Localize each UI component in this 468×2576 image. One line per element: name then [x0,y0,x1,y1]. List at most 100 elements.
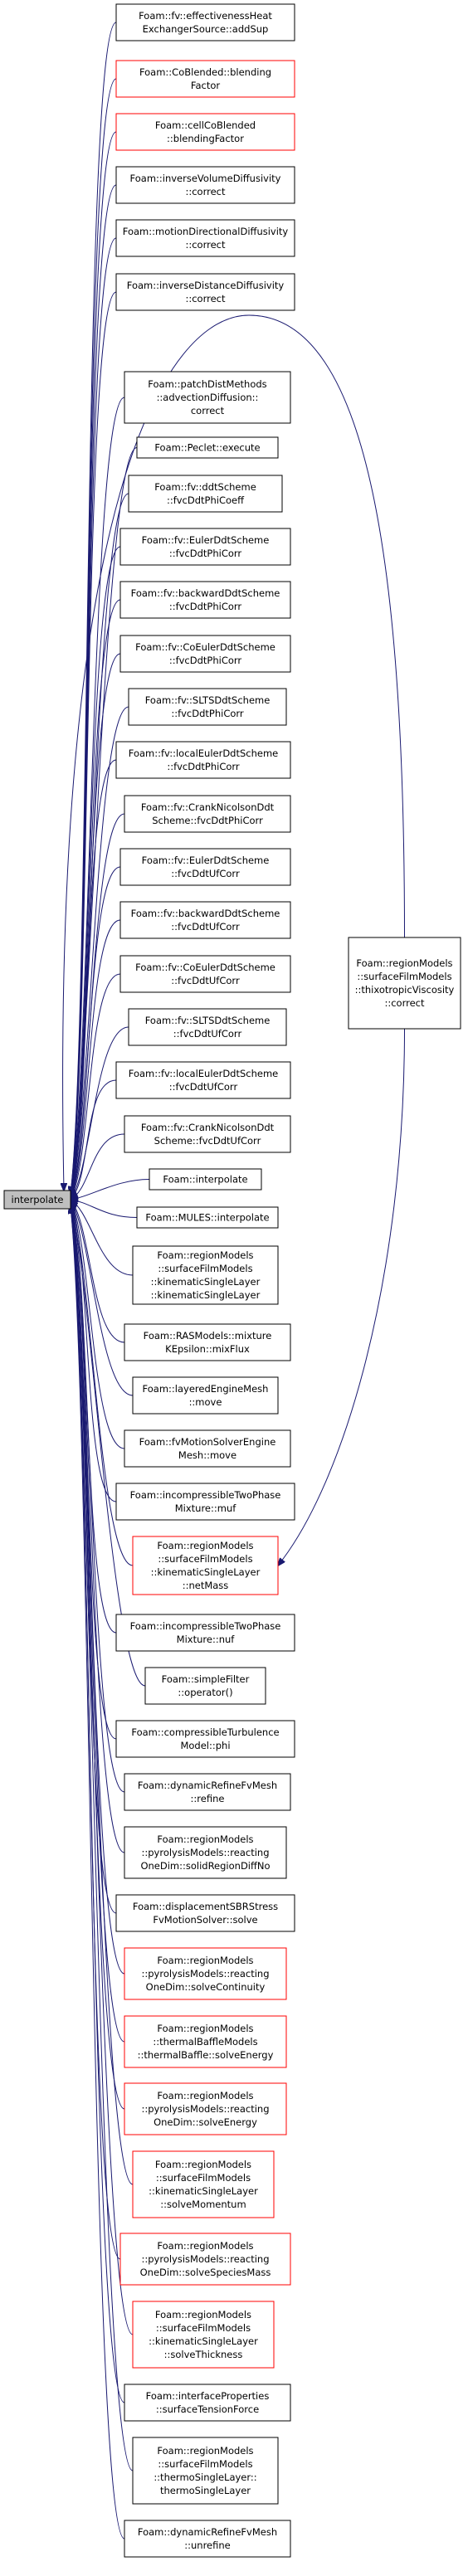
caller-node[interactable]: Foam::dynamicRefineFvMesh::unrefine [124,2520,291,2558]
caller-node-label: ::surfaceFilmModels [156,2172,251,2184]
caller-node[interactable]: Foam::interfaceProperties::surfaceTensio… [124,2384,291,2422]
caller-node-label: Foam::fv::ddtScheme [154,481,256,493]
caller-node[interactable]: Foam::cellCoBlended::blendingFactor [115,113,295,151]
caller-node[interactable]: Foam::dynamicRefineFvMesh::refine [124,1773,291,1811]
caller-node[interactable]: Foam::RASModels::mixtureKEpsilon::mixFlu… [124,1323,291,1361]
call-edge [63,314,405,1191]
caller-node-label: Foam::fv::backwardDdtScheme [131,587,280,599]
caller-node[interactable]: Foam::fv::localEulerDdtScheme::fvcDdtUfC… [115,1061,291,1099]
caller-node-box [149,1168,262,1191]
caller-node[interactable]: Foam::regionModels::pyrolysisModels::rea… [119,2233,291,2286]
caller-node[interactable]: Foam::fv::CoEulerDdtScheme::fvcDdtPhiCor… [119,635,291,673]
caller-node[interactable]: Foam::fv::CoEulerDdtScheme::fvcDdtUfCorr [119,955,291,993]
caller-node[interactable]: Foam::CoBlended::blendingFactor [115,60,295,98]
caller-node[interactable]: Foam::fv::effectivenessHeatExchangerSour… [115,3,295,41]
caller-node-label: ::thixotropicViscosity [355,984,455,996]
caller-node[interactable]: Foam::fv::localEulerDdtScheme::fvcDdtPhi… [115,741,291,779]
caller-node[interactable]: Foam::regionModels::surfaceFilmModels::k… [132,2301,275,2369]
caller-node[interactable]: Foam::fv::SLTSDdtScheme::fvcDdtUfCorr [128,1008,287,1046]
caller-node-label: ::unrefine [184,2539,230,2551]
caller-node[interactable]: Foam::Peclet::execute [136,436,279,459]
caller-node[interactable]: Foam::fv::backwardDdtScheme::fvcDdtUfCor… [119,901,291,939]
caller-node-label: ::move [189,1396,222,1408]
call-edge [71,78,117,1194]
caller-node-box [124,1429,291,1468]
caller-node[interactable]: Foam::fv::CrankNicolsonDdtScheme::fvcDdt… [124,1115,291,1153]
caller-node-label: ::correct [185,186,226,197]
caller-node-label: ::correct [185,293,226,304]
caller-node[interactable]: Foam::fv::EulerDdtScheme::fvcDdtUfCorr [119,848,291,886]
call-edge [71,1203,125,1793]
caller-node-box [119,528,291,566]
caller-node-label: ::pyrolysisModels::reacting [141,1968,269,1979]
root-node-label: interpolate [12,1194,64,1205]
caller-node-label: Foam::incompressibleTwoPhase [130,1489,281,1501]
call-edge [278,1028,405,1566]
caller-node-label: ::thermalBaffleModels [153,2036,257,2048]
caller-node[interactable]: Foam::patchDistMethods::advectionDiffusi… [124,371,291,424]
caller-node-label: Foam::patchDistMethods [148,378,266,390]
caller-node-label: Foam::regionModels [157,2240,253,2252]
caller-node[interactable]: Foam::displacementSBRStressFvMotionSolve… [115,1894,295,1932]
caller-node[interactable]: Foam::inverseDistanceDiffusivity::correc… [115,273,295,311]
call-edge [71,1205,134,2335]
call-edge [71,1026,129,1199]
caller-node-label: ::surfaceFilmModels [158,1263,252,1274]
caller-node[interactable]: Foam::regionModels::thermalBaffleModels:… [124,2015,287,2068]
caller-node[interactable]: Foam::regionModels::pyrolysisModels::rea… [124,2082,287,2135]
caller-node-box [136,1206,279,1229]
caller-node[interactable]: Foam::regionModels::pyrolysisModels::rea… [124,1826,287,1879]
caller-node[interactable]: Foam::MULES::interpolate [136,1206,279,1229]
caller-node-label: ::fvcDdtUfCorr [169,1081,238,1093]
caller-node-label: ::pyrolysisModels::reacting [141,2253,269,2265]
caller-node-label: Foam::incompressibleTwoPhase [130,1620,281,1632]
call-edge [71,1203,125,1853]
caller-node-box [115,1061,291,1099]
caller-node[interactable]: Foam::fv::EulerDdtScheme::fvcDdtPhiCorr [119,528,291,566]
call-edge [71,291,117,1195]
caller-node-box [124,1826,287,1879]
caller-node-label: ::refine [191,1793,225,1804]
caller-node[interactable]: Foam::regionModels::surfaceFilmModels::k… [132,2150,275,2218]
caller-node-box [132,2301,275,2369]
caller-node[interactable]: Foam::regionModels::surfaceFilmModels::t… [132,2437,279,2505]
caller-node-box [115,1483,295,1521]
caller-node[interactable]: Foam::simpleFilter::operator() [144,1667,266,1705]
caller-node[interactable]: Foam::fv::SLTSDdtScheme::fvcDdtPhiCorr [128,688,287,726]
caller-node-label: ::fvcDdtPhiCoeff [167,494,245,506]
caller-node-label: Foam::regionModels [157,2445,253,2457]
caller-node-label: Foam::regionModels [157,1955,253,1966]
caller-node-label: ::solveMomentum [160,2199,246,2210]
caller-node[interactable]: Foam::regionModels::surfaceFilmModels::k… [132,1536,279,1595]
caller-node[interactable]: Foam::interpolate [149,1168,262,1191]
caller-node-box [124,2015,287,2068]
caller-node-label: Foam::fv::EulerDdtScheme [142,855,270,866]
caller-node-label: Foam::regionModels [155,2159,251,2170]
caller-node[interactable]: Foam::fv::CrankNicolsonDdtScheme::fvcDdt… [124,795,291,833]
caller-node[interactable]: Foam::regionModels::surfaceFilmModels::t… [348,937,461,1030]
caller-node[interactable]: Foam::fv::ddtScheme::fvcDdtPhiCoeff [128,475,283,513]
caller-node[interactable]: Foam::regionModels::surfaceFilmModels::k… [132,1245,279,1305]
caller-node[interactable]: Foam::motionDirectionalDiffusivity::corr… [115,219,295,257]
call-edge [71,1133,125,1200]
caller-node-label: ::surfaceFilmModels [158,1553,252,1565]
caller-node-label: ::fvcDdtPhiCorr [171,708,244,719]
root-node-box [3,1190,71,1210]
caller-node-box [124,2384,291,2422]
caller-node-label: ::blendingFactor [167,133,244,144]
caller-node[interactable]: Foam::fv::backwardDdtScheme::fvcDdtPhiCo… [119,581,291,619]
call-edge [71,546,121,1196]
call-edge [71,866,121,1198]
caller-node-label: Foam::regionModels [155,2309,251,2320]
caller-node[interactable]: Foam::layeredEngineMesh::move [132,1376,279,1415]
caller-node-label: Foam::displacementSBRStress [133,1901,278,1912]
caller-node[interactable]: Foam::regionModels::pyrolysisModels::rea… [124,1947,287,2000]
root-node[interactable]: interpolate [3,1190,71,1210]
edges-layer [63,22,405,2539]
caller-node[interactable]: Foam::inverseVolumeDiffusivity::correct [115,166,295,204]
caller-node-box [119,848,291,886]
